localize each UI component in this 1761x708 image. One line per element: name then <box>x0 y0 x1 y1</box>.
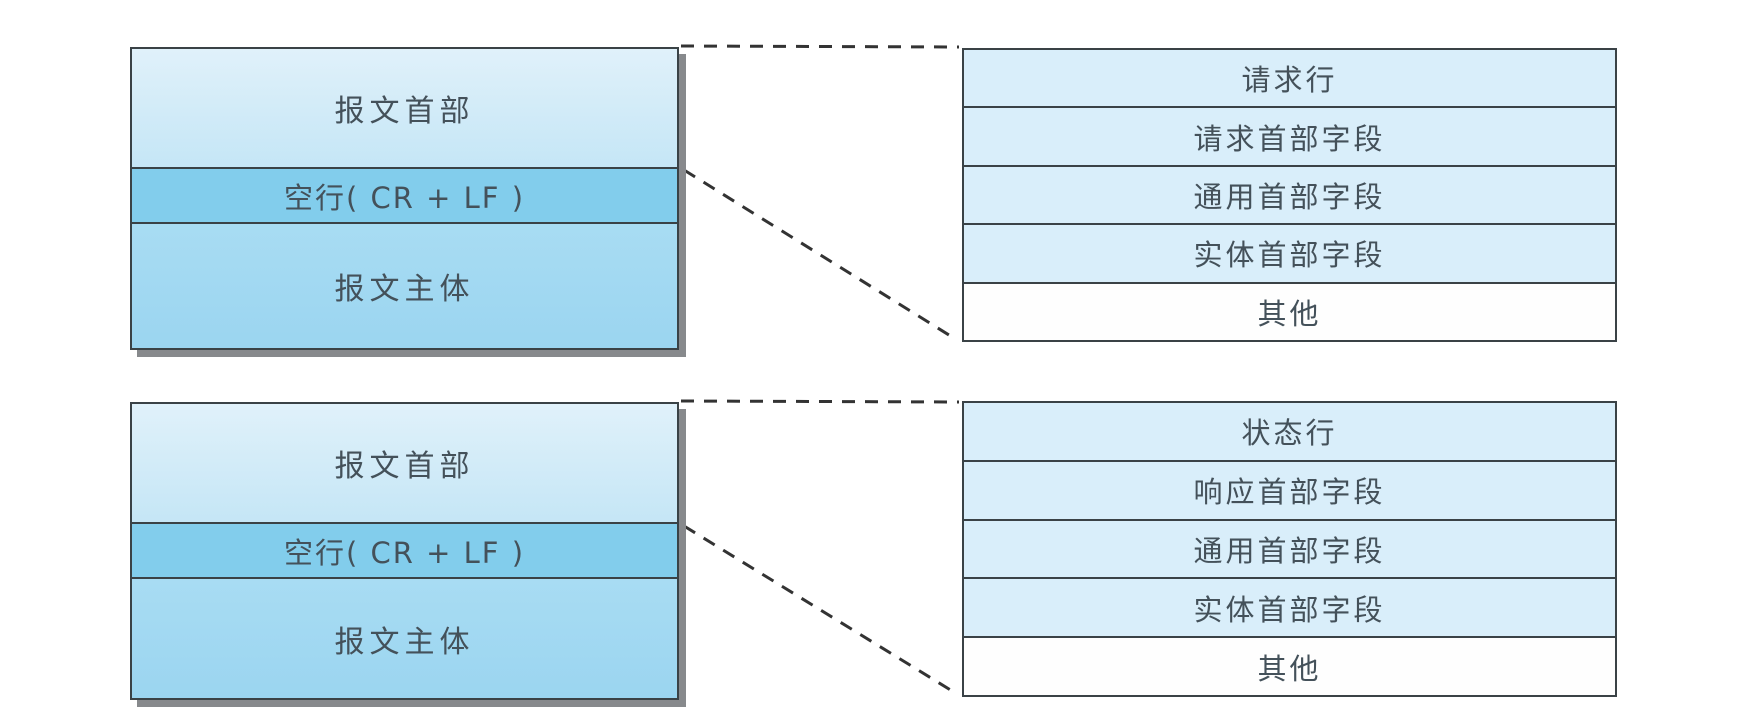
general-header-fields-label-2: 通用首部字段 <box>1193 533 1386 568</box>
response-message-body-label: 报文主体 <box>334 624 475 660</box>
general-header-fields-row: 通用首部字段 <box>964 166 1615 226</box>
general-header-fields-row-2: 通用首部字段 <box>964 520 1615 580</box>
request-top-connector-dashed-line <box>680 44 960 49</box>
entity-header-fields-label: 实体首部字段 <box>1193 238 1386 273</box>
response-message-body-section: 报文主体 <box>132 579 677 698</box>
response-blank-line-label: 空行( CR + LF ) <box>283 535 526 570</box>
request-line-label: 请求行 <box>1241 63 1338 98</box>
request-header-fields-label: 请求首部字段 <box>1193 121 1386 156</box>
request-header-fields-row: 请求首部字段 <box>964 108 1615 167</box>
request-line-row: 请求行 <box>964 50 1615 109</box>
response-blank-line-section: 空行( CR + LF ) <box>132 524 677 579</box>
response-top-connector-dashed-line <box>680 399 960 404</box>
request-diagonal-connector-dashed-line <box>683 168 958 342</box>
status-line-row: 状态行 <box>964 403 1615 462</box>
request-header-detail-box: 请求行 请求首部字段 通用首部字段 实体首部字段 其他 <box>962 48 1617 342</box>
request-message-body-label: 报文主体 <box>334 272 475 307</box>
other-label-2: 其他 <box>1257 651 1322 686</box>
response-diagonal-connector-dashed-line <box>683 524 958 696</box>
request-message-body-section: 报文主体 <box>132 224 677 348</box>
entity-header-fields-label-2: 实体首部字段 <box>1193 592 1386 627</box>
request-message-header-label: 报文首部 <box>334 94 475 129</box>
request-message-header-section: 报文首部 <box>132 49 677 169</box>
response-message-header-section: 报文首部 <box>132 404 677 524</box>
request-blank-line-section: 空行( CR + LF ) <box>132 169 677 224</box>
status-line-label: 状态行 <box>1241 416 1338 451</box>
response-header-detail-box: 状态行 响应首部字段 通用首部字段 实体首部字段 其他 <box>962 401 1617 697</box>
other-row: 其他 <box>964 283 1615 341</box>
response-header-fields-label: 响应首部字段 <box>1193 475 1386 510</box>
entity-header-fields-row: 实体首部字段 <box>964 225 1615 284</box>
general-header-fields-label: 通用首部字段 <box>1193 180 1386 215</box>
response-message-header-label: 报文首部 <box>334 449 475 484</box>
response-header-fields-row: 响应首部字段 <box>964 461 1615 521</box>
entity-header-fields-row-2: 实体首部字段 <box>964 579 1615 639</box>
other-label: 其他 <box>1257 296 1322 331</box>
response-message-box: 报文首部 空行( CR + LF ) 报文主体 <box>130 402 679 700</box>
other-row-2: 其他 <box>964 638 1615 695</box>
request-message-box: 报文首部 空行( CR + LF ) 报文主体 <box>130 47 679 350</box>
request-blank-line-label: 空行( CR + LF ) <box>283 180 526 215</box>
